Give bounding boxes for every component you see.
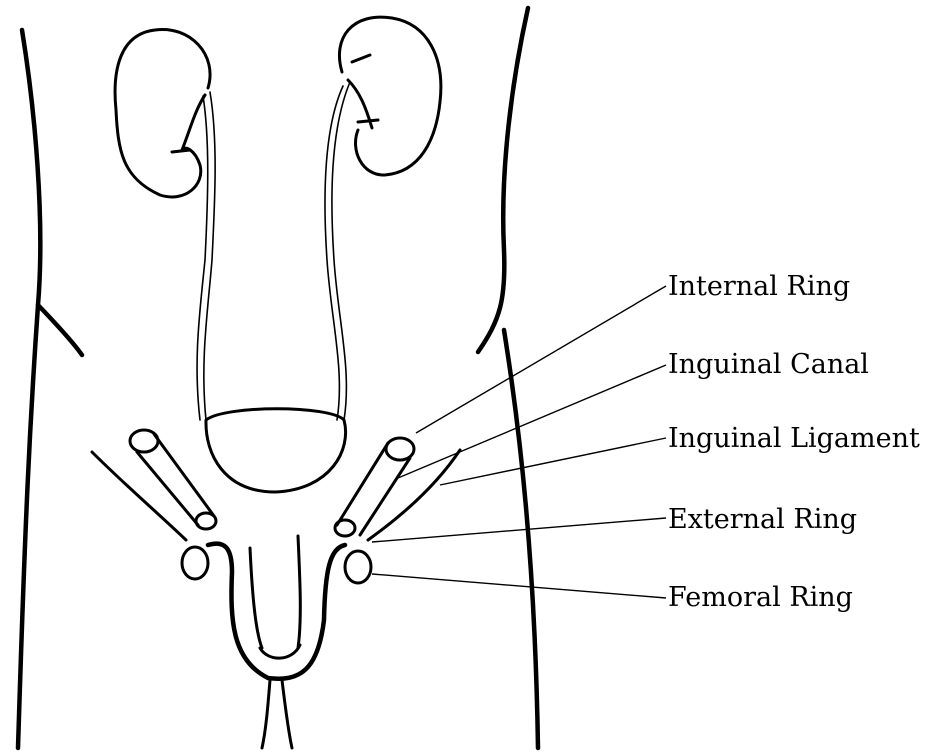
label-inguinal-canal: Inguinal Canal bbox=[668, 349, 869, 380]
right-inguinal-ligament bbox=[368, 450, 460, 540]
right-external-ring bbox=[335, 520, 355, 536]
left-external-ring bbox=[196, 513, 216, 529]
penis-right-line bbox=[298, 536, 300, 648]
left-ureter-inner bbox=[197, 96, 208, 420]
inguinal-ligament-leader bbox=[440, 438, 666, 485]
penis-left-line bbox=[250, 548, 262, 648]
right-femoral-ring bbox=[345, 551, 371, 583]
torso-right-outline bbox=[478, 8, 528, 352]
inguinal-canal-leader bbox=[398, 365, 666, 478]
internal-ring-leader bbox=[416, 286, 666, 433]
left-canal-tube bbox=[137, 434, 214, 525]
leg-left-outline bbox=[18, 305, 38, 748]
femoral-ring-leader bbox=[372, 574, 666, 598]
label-external-ring: External Ring bbox=[668, 504, 857, 535]
right-kidney-hilum bbox=[348, 55, 378, 128]
label-femoral-ring: Femoral Ring bbox=[668, 582, 853, 613]
left-femoral-ring bbox=[182, 547, 208, 579]
leg-right-outline bbox=[504, 330, 538, 748]
bladder bbox=[206, 409, 346, 492]
label-inguinal-ligament: Inguinal Ligament bbox=[668, 423, 920, 454]
label-internal-ring: Internal Ring bbox=[668, 271, 850, 302]
right-kidney bbox=[339, 17, 440, 175]
penis-tip bbox=[260, 645, 300, 658]
perineum-lines bbox=[262, 680, 292, 748]
external-ring-leader bbox=[372, 518, 666, 542]
left-kidney-hilum bbox=[172, 95, 205, 152]
right-ureter-outer bbox=[332, 82, 350, 420]
torso-left-outline bbox=[22, 30, 82, 355]
